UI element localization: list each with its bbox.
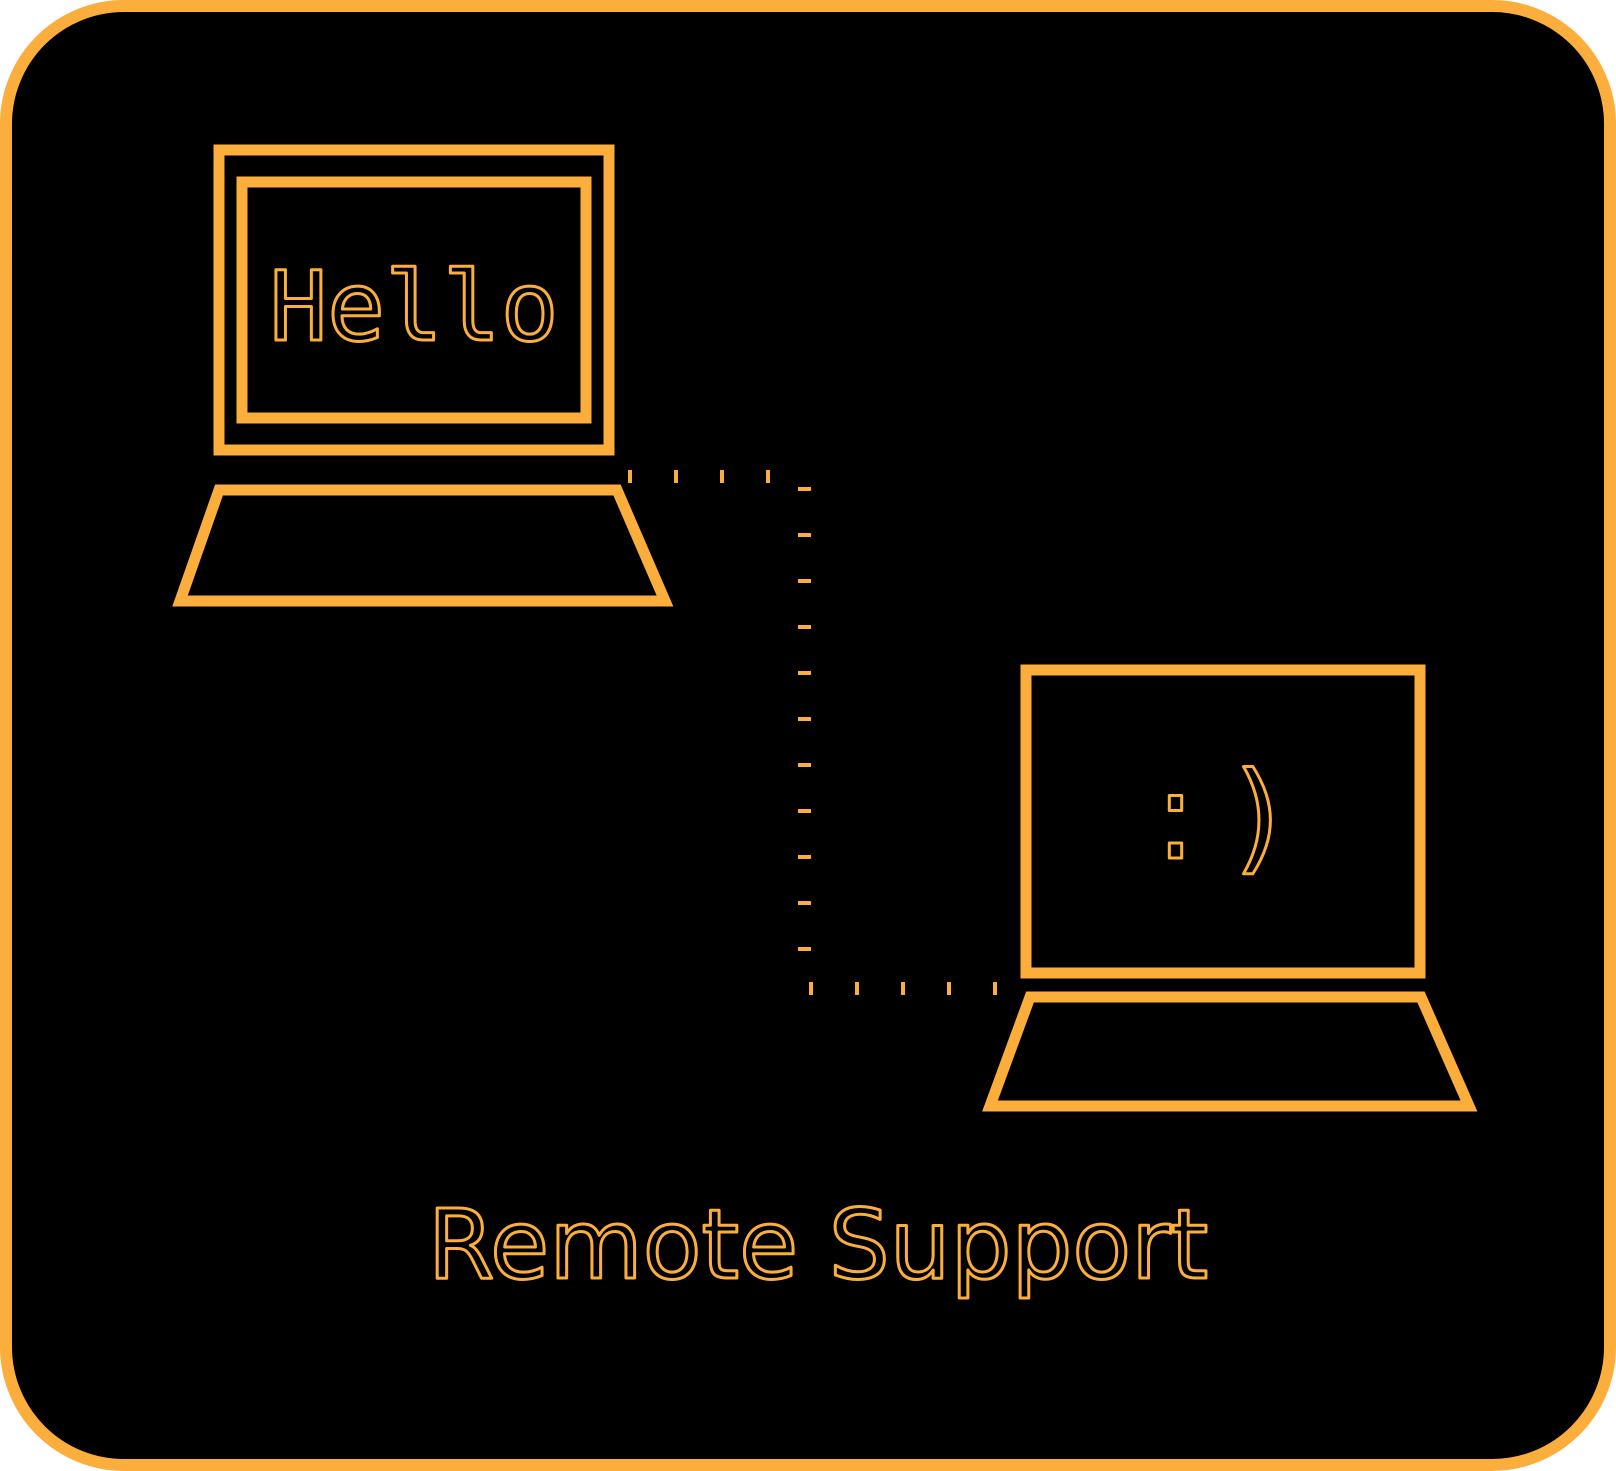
left-screen-text: Hello [270, 251, 559, 363]
left-laptop-icon [172, 144, 674, 607]
right-laptop-icon [982, 664, 1478, 1112]
connection-dotted-line [628, 470, 997, 995]
left-laptop-screen-inner [236, 176, 592, 424]
caption-title: Remote Support [428, 1189, 1208, 1301]
right-laptop-keyboard-base [982, 991, 1478, 1112]
right-laptop-screen-frame [1020, 664, 1426, 979]
right-screen-text: : ) [1155, 748, 1280, 887]
left-laptop-screen-frame [213, 144, 615, 456]
left-laptop-keyboard-base [172, 484, 674, 607]
